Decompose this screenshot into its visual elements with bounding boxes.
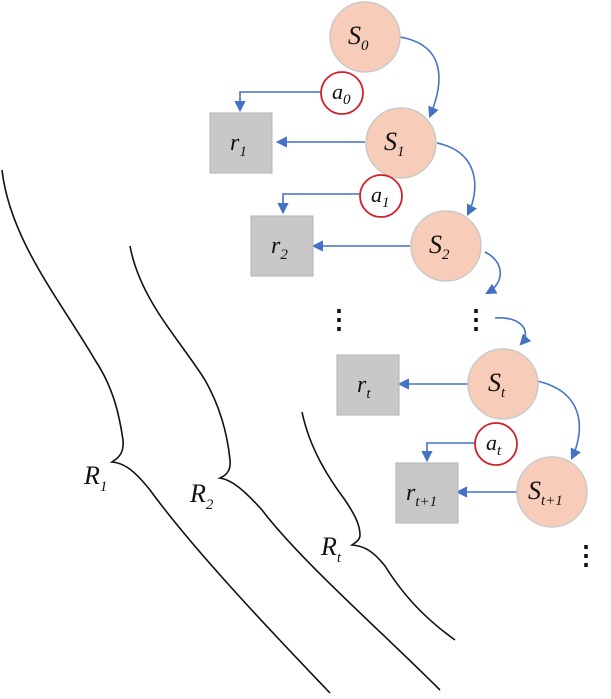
reward-node-t: rt bbox=[336, 354, 400, 416]
svg-text:a1: a1 bbox=[371, 182, 390, 211]
state-subscript: t bbox=[501, 385, 506, 401]
return-subscript: 1 bbox=[100, 479, 108, 495]
reward-node-1: r1 bbox=[209, 112, 273, 174]
svg-text:St: St bbox=[488, 368, 506, 401]
return-brace-1 bbox=[1, 169, 331, 694]
svg-text:rt: rt bbox=[357, 372, 371, 402]
reward-subscript: t+1 bbox=[415, 494, 437, 510]
return-subscript: t bbox=[337, 550, 342, 566]
reward-node-t1: rt+1 bbox=[395, 462, 459, 524]
action-nodes: a0 a1 at bbox=[320, 71, 518, 466]
reward-subscript: t bbox=[366, 386, 371, 402]
transition-arrow-3 bbox=[494, 317, 532, 346]
state-subscript: t+1 bbox=[541, 493, 563, 509]
transition-arrows bbox=[399, 36, 581, 461]
return-label-2: R2 bbox=[189, 479, 214, 513]
return-brace-t bbox=[301, 411, 456, 641]
action-node-0: a0 bbox=[320, 71, 364, 115]
return-symbol: R bbox=[83, 461, 100, 490]
state-node-t1: St+1 bbox=[516, 456, 588, 528]
action-subscript: 0 bbox=[343, 92, 351, 108]
state-node-t: St bbox=[467, 348, 539, 420]
state-node-2: S2 bbox=[410, 210, 482, 282]
state-symbol: S bbox=[488, 368, 501, 397]
return-subscript: 2 bbox=[206, 497, 214, 513]
svg-text:St+1: St+1 bbox=[528, 476, 563, 509]
return-labels: R1 R2 Rt bbox=[83, 461, 342, 566]
svg-text:at: at bbox=[486, 430, 502, 459]
return-brace-2 bbox=[129, 245, 441, 691]
state-node-0: S0 bbox=[329, 1, 401, 73]
ellipsis-reward: ⋮ bbox=[326, 305, 352, 334]
ellipsis-state: ⋮ bbox=[463, 305, 489, 334]
svg-text:S0: S0 bbox=[348, 21, 369, 54]
reward-arrows bbox=[275, 136, 517, 498]
svg-text:S1: S1 bbox=[384, 127, 405, 160]
state-subscript: 1 bbox=[397, 144, 405, 160]
state-subscript: 0 bbox=[361, 38, 369, 54]
transition-arrow-2 bbox=[484, 251, 502, 295]
svg-text:S2: S2 bbox=[429, 230, 450, 263]
svg-text:r1: r1 bbox=[230, 130, 247, 160]
state-subscript: 2 bbox=[442, 247, 450, 263]
state-node-1: S1 bbox=[365, 107, 437, 179]
action-symbol: a bbox=[371, 182, 382, 207]
transition-arrow-0 bbox=[399, 36, 440, 119]
return-label-t: Rt bbox=[320, 532, 342, 566]
action-arrow-0 bbox=[234, 91, 321, 113]
reward-subscript: 2 bbox=[280, 247, 288, 263]
reward-symbol: r bbox=[271, 233, 281, 259]
reward-symbol: r bbox=[357, 372, 367, 398]
state-symbol: S bbox=[528, 476, 541, 505]
action-symbol: a bbox=[486, 430, 497, 455]
reward-boxes: r1 r2 rt rt+1 bbox=[209, 112, 459, 524]
action-subscript: 1 bbox=[382, 195, 390, 211]
reward-symbol: r bbox=[406, 480, 416, 506]
action-node-t: at bbox=[474, 422, 518, 466]
return-symbol: R bbox=[320, 532, 337, 561]
state-nodes: S0 S1 S2 St St+1 bbox=[329, 1, 588, 528]
svg-text:a0: a0 bbox=[332, 79, 351, 108]
reward-subscript: 1 bbox=[239, 144, 247, 160]
action-arrows bbox=[234, 91, 475, 463]
state-symbol: S bbox=[348, 21, 361, 50]
return-symbol: R bbox=[189, 479, 206, 508]
transition-arrow-1 bbox=[436, 142, 478, 217]
return-braces bbox=[1, 169, 456, 694]
transition-arrow-4 bbox=[536, 380, 581, 461]
action-symbol: a bbox=[332, 79, 343, 104]
action-subscript: t bbox=[497, 443, 502, 459]
svg-text:r2: r2 bbox=[271, 233, 288, 263]
state-symbol: S bbox=[384, 127, 397, 156]
action-arrow-1 bbox=[277, 193, 360, 215]
svg-text:rt+1: rt+1 bbox=[406, 480, 437, 510]
reward-symbol: r bbox=[230, 130, 240, 156]
ellipsis-end: ⋮ bbox=[573, 541, 599, 570]
action-node-1: a1 bbox=[359, 174, 403, 218]
ellipses: ⋮ ⋮ ⋮ bbox=[326, 305, 599, 570]
action-arrow-t bbox=[421, 442, 475, 463]
reward-node-2: r2 bbox=[250, 215, 314, 277]
state-symbol: S bbox=[429, 230, 442, 259]
return-label-1: R1 bbox=[83, 461, 107, 495]
